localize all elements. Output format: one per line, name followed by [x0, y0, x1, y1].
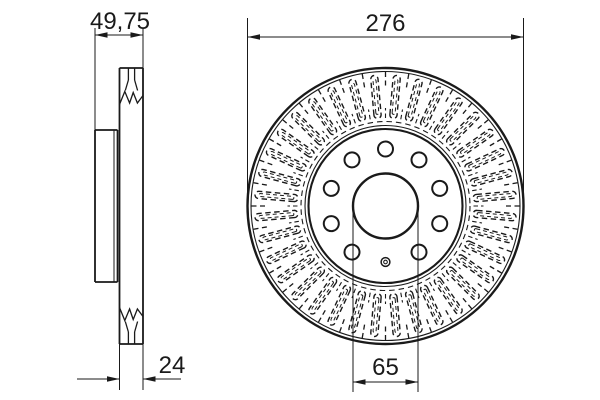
dimension-label-thickness: 24 [159, 352, 186, 379]
side-view-friction-ring [118, 67, 144, 345]
outer-diameter-circle [246, 66, 525, 346]
vent-slots-ring [250, 70, 521, 342]
arrowhead-left [95, 32, 108, 38]
arrowhead-right [130, 32, 143, 38]
hub-step-circle [304, 124, 467, 288]
arrowhead-right [143, 376, 156, 382]
arrowhead-left [247, 34, 260, 40]
hub-face-circle [307, 127, 464, 285]
side-view-hat [94, 129, 119, 283]
dimension-label-outer-diameter: 276 [365, 10, 405, 37]
arrowhead-right [511, 34, 524, 40]
arrowhead-right [405, 379, 418, 385]
bolt-hole-circle-pattern [320, 140, 451, 264]
dimension-thickness: 24 [77, 344, 185, 390]
side-view [94, 67, 144, 345]
outer-chamfer-circle [250, 70, 521, 342]
center-bore-circle [351, 172, 420, 240]
vent-channel-dashed-circle [300, 120, 471, 292]
arrowhead-left [353, 379, 366, 385]
vent-breakout-bottom [118, 307, 144, 344]
arrowhead-left [107, 376, 120, 382]
set-screw-hole [380, 256, 391, 268]
dimension-center-bore: 65 [352, 206, 419, 392]
front-view [246, 66, 525, 346]
dimension-label-center-bore: 65 [372, 354, 399, 381]
dimension-total-width: 49,75 [90, 8, 150, 130]
dimension-label-total-width: 49,75 [90, 8, 150, 35]
dimension-outer-diameter: 276 [247, 10, 524, 204]
vent-breakout-top [118, 68, 144, 105]
